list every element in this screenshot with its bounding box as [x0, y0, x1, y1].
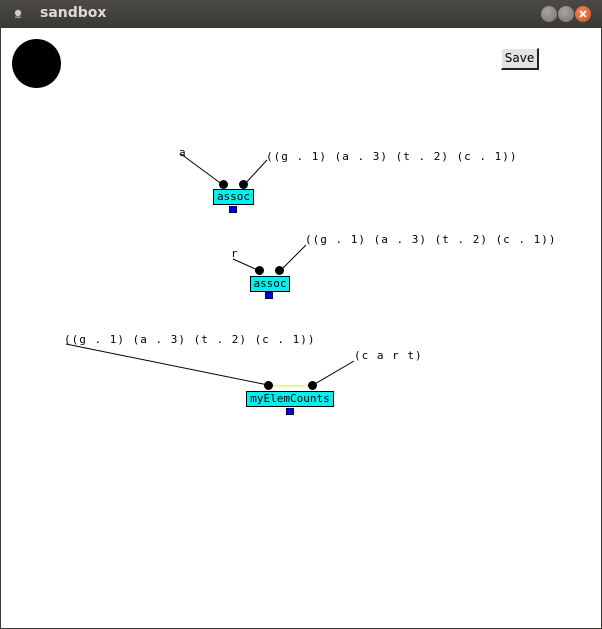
input-port[interactable]: [308, 381, 317, 390]
wire: [180, 153, 224, 186]
status-indicator: [12, 39, 61, 88]
title-bar[interactable]: sandbox: [0, 0, 602, 28]
input-label: (c a r t): [354, 349, 423, 362]
input-port[interactable]: [239, 180, 248, 189]
output-port[interactable]: [265, 292, 273, 299]
input-label: ((g . 1) (a . 3) (t . 2) (c . 1)): [266, 150, 518, 163]
window-title: sandbox: [40, 5, 107, 21]
sandbox-canvas[interactable]: Save a ((g . 1) (a . 3) (t . 2) (c . 1))…: [1, 28, 601, 628]
input-label: a: [179, 146, 187, 159]
function-node-myElemCounts[interactable]: myElemCounts: [246, 391, 334, 407]
wire: [279, 244, 307, 272]
function-node-assoc[interactable]: assoc: [213, 189, 254, 205]
input-port[interactable]: [219, 180, 228, 189]
input-port[interactable]: [255, 266, 264, 275]
output-port[interactable]: [229, 206, 237, 213]
output-port[interactable]: [286, 408, 294, 415]
minimize-icon[interactable]: [558, 6, 574, 22]
wire: [312, 360, 355, 386]
function-node-assoc[interactable]: assoc: [250, 276, 290, 292]
wire: [65, 343, 269, 386]
input-label: r: [231, 247, 239, 260]
input-label: ((g . 1) (a . 3) (t . 2) (c . 1)): [305, 233, 557, 246]
wires: [65, 153, 355, 387]
input-port[interactable]: [275, 266, 284, 275]
wire: [243, 159, 268, 186]
app-icon: [14, 9, 22, 18]
input-label: ((g . 1) (a . 3) (t . 2) (c . 1)): [64, 333, 316, 346]
close-icon[interactable]: [575, 6, 591, 22]
input-port[interactable]: [264, 381, 273, 390]
save-button[interactable]: Save: [501, 48, 539, 70]
maximize-icon[interactable]: [541, 6, 557, 22]
